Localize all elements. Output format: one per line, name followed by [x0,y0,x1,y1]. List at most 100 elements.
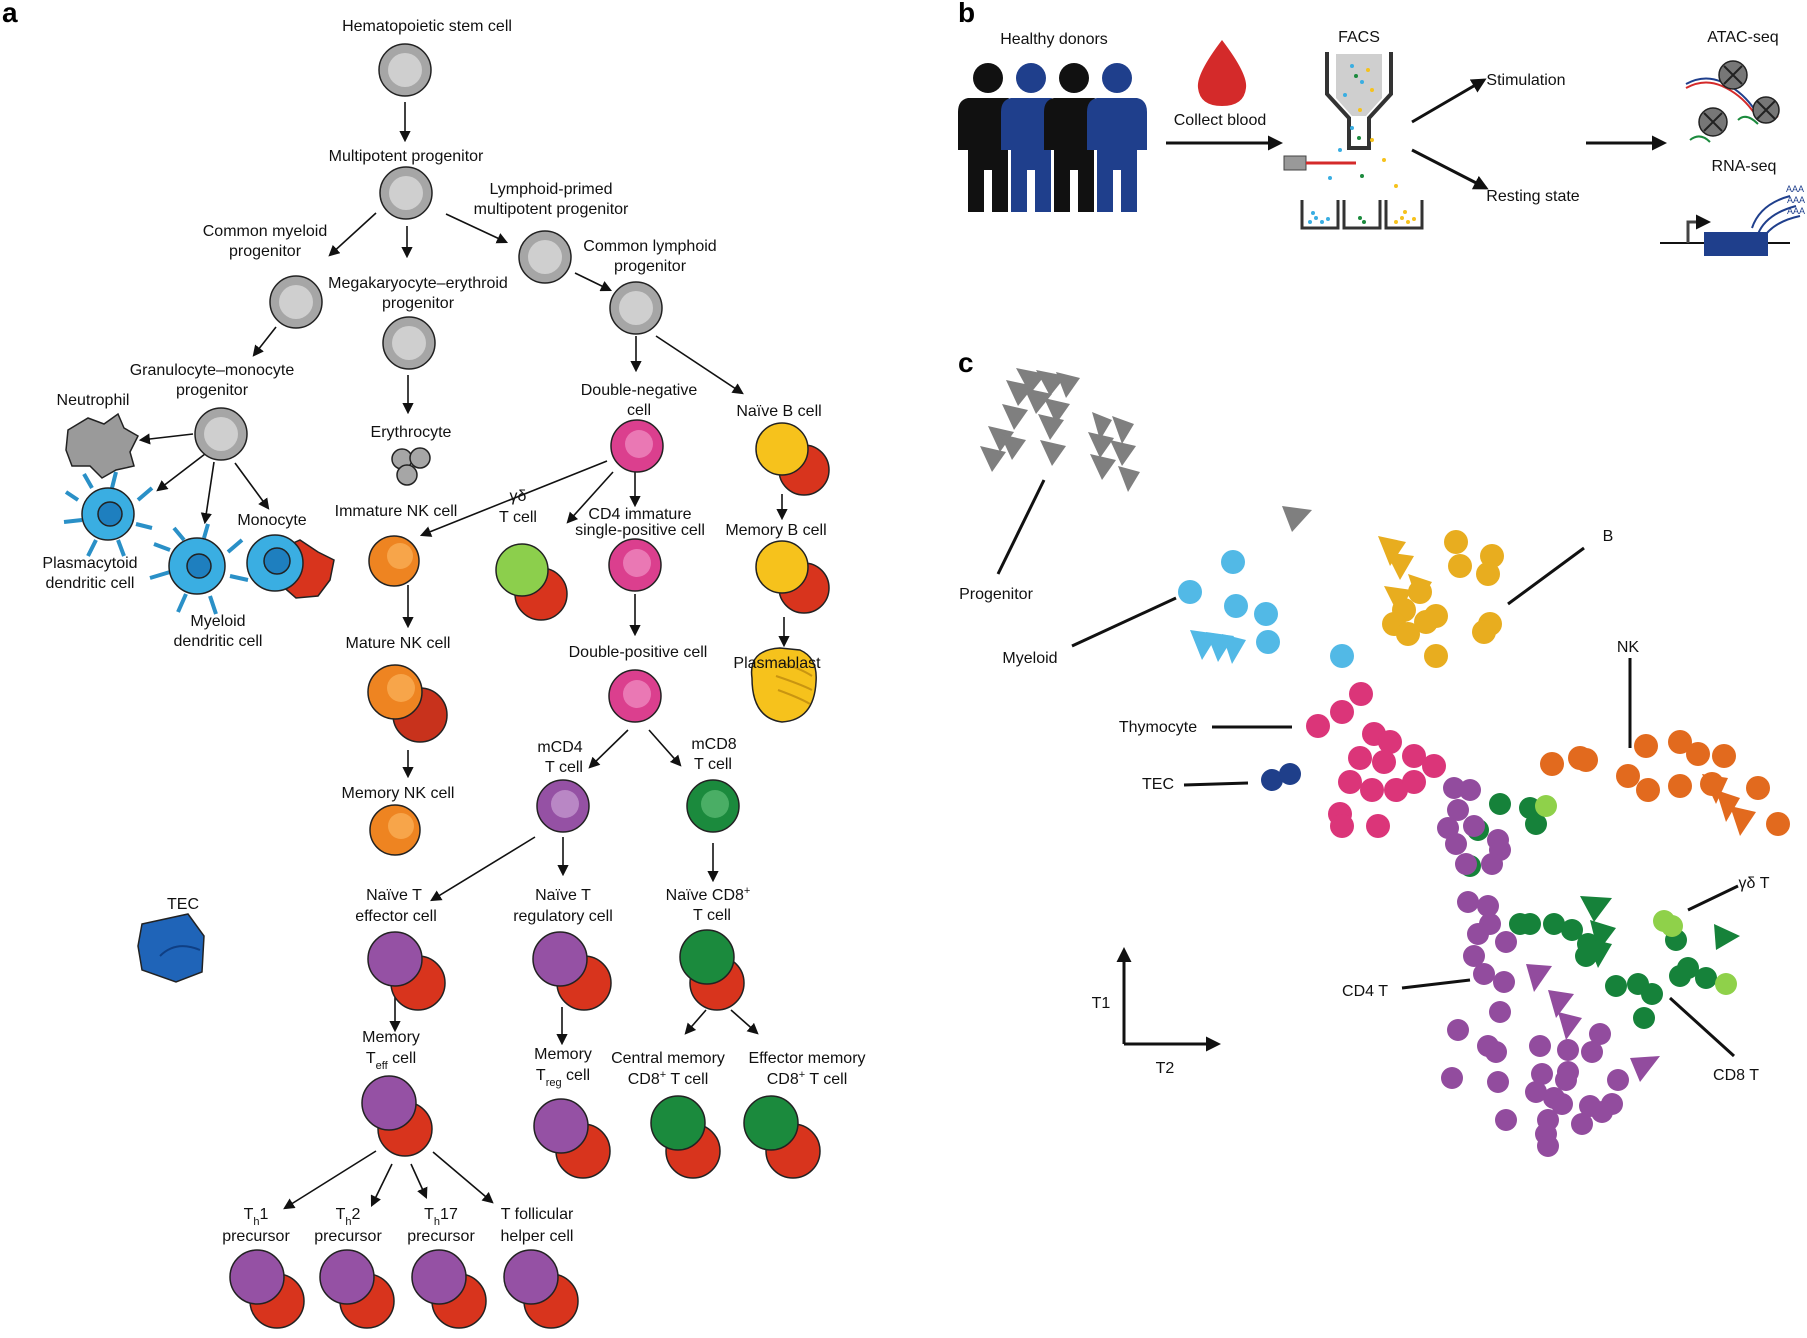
thymocyte-points [1306,682,1446,838]
naive-cd8-cell [679,929,735,985]
cd8-t-label: CD8 T [1713,1067,1759,1084]
lineage-arrows [138,102,790,1210]
tec-label: TEC [1142,776,1174,793]
gd-t-points [1535,795,1737,995]
atac-label: ATAC-seq [1707,29,1778,46]
transcription-icon [1660,195,1801,256]
tfh-cell [503,1249,559,1305]
mdc-cell [149,523,249,615]
central-memory-cell [650,1095,706,1151]
th1-label-2: precursor [222,1228,290,1245]
th17-label-2: precursor [407,1228,475,1245]
clp-label-2: progenitor [614,258,687,275]
lmpp-label-2: multipotent progenitor [474,201,629,218]
th2-cell [319,1249,375,1305]
naive-cd8-label-2: T cell [693,907,731,924]
pdc-label-1: Plasmacytoid [42,555,137,572]
memory-treg-label-1: Memory [534,1046,592,1063]
nk-points [1540,730,1790,836]
aaa-3: AAA [1787,206,1805,216]
effector-memory-label-1: Effector memory [748,1050,865,1067]
stim-arrow [1411,78,1487,124]
scatter-points [980,368,1790,1157]
panel-b: b Healthy donors Collect blood [958,0,1805,256]
memory-treg-cell [533,1098,589,1154]
aaa-2: AAA [1787,195,1805,205]
rest-arrow [1411,148,1489,190]
lineage-cells [63,43,830,1329]
gd-label-2: T cell [499,509,537,526]
naive-treg-label-1: Naïve T [535,887,591,904]
th17-cell [411,1249,467,1305]
memory-nk-label: Memory NK cell [342,785,455,802]
myeloid-points [1178,550,1354,668]
stimulation-label: Stimulation [1486,72,1565,89]
progenitor-label: Progenitor [959,586,1033,603]
mcd8-label-1: mCD8 [691,736,736,753]
mcd8-label-2: T cell [694,756,732,773]
pdc-cell [63,471,154,557]
neutrophil-label: Neutrophil [57,392,130,409]
dn-label-1: Double-negative [581,382,698,399]
blood-drop-icon [1197,40,1247,106]
scatter-labels: Progenitor Myeloid B NK Thymocyte TEC γδ… [959,528,1770,1084]
tfh-label-1: T follicular [501,1206,574,1223]
resting-label: Resting state [1486,188,1579,205]
b-points [1378,530,1504,668]
gmp-label-2: progenitor [176,382,249,399]
th2-label-1: Th2 [336,1206,361,1228]
naive-b-label: Naïve B cell [736,403,821,420]
nucleosome-icon [1685,60,1780,143]
tfh-label-2: helper cell [501,1228,574,1245]
immature-nk-label: Immature NK cell [335,503,458,520]
memory-b-cell [755,540,809,594]
mcd4-label-2: T cell [545,759,583,776]
facs-label: FACS [1338,29,1380,46]
tec-points [1261,763,1301,791]
monocyte-label: Monocyte [237,512,306,529]
panel-b-letter: b [958,0,975,28]
mep-label-1: Megakaryocyte–erythroid [328,275,508,292]
t1-axis-label: T1 [1092,995,1111,1012]
thymocyte-label: Thymocyte [1119,719,1197,736]
rna-label: RNA-seq [1712,158,1777,175]
central-memory-label-2: CD8+ T cell [628,1069,709,1088]
aaa-1: AAA [1786,184,1804,194]
cd4-t-label: CD4 T [1342,983,1388,1000]
plasmablast-cell [750,647,817,723]
mcd4-label-1: mCD4 [537,739,582,756]
memory-teff-label-2: Teff cell [366,1050,416,1072]
mdc-label-2: dendritic cell [174,633,263,650]
cd8-points [1459,793,1740,1029]
gmp-label-1: Granulocyte–monocyte [130,362,295,379]
lmpp-label-1: Lymphoid-primed [489,181,612,198]
neutrophil-cell [65,412,139,479]
tec-cell-label: TEC [167,896,199,913]
donors-icon [958,63,1147,212]
dp-label: Double-positive cell [569,644,708,661]
cd4-isp-label-2: single-positive cell [575,522,705,539]
cd4-isp-label-1: CD4 immature [588,506,691,523]
th17-label-1: Th17 [424,1206,458,1228]
naive-teff-label-2: effector cell [355,908,437,925]
gd-label-1: γδ [510,488,527,505]
th1-label-1: Th1 [244,1206,269,1228]
th2-label-2: precursor [314,1228,382,1245]
effector-memory-cell [743,1095,799,1151]
cd4-points [1437,777,1660,1157]
naive-b-cell [755,422,809,476]
memory-treg-label-2: Treg cell [536,1067,590,1089]
donors-label: Healthy donors [1000,31,1108,48]
th1-cell [229,1249,285,1305]
panel-a-letter: a [2,0,18,28]
plasmablast-label: Plasmablast [733,655,821,672]
cmp-label-1: Common myeloid [203,223,327,240]
naive-treg-label-2: regulatory cell [513,908,613,925]
mdc-label-1: Myeloid [190,613,245,630]
lineage-labels: Hematopoietic stem cell Multipotent prog… [42,18,865,1245]
clp-label-1: Common lymphoid [583,238,716,255]
panel-c: c [958,347,1790,1157]
pdc-label-2: dendritic cell [46,575,135,592]
erythrocyte-label: Erythrocyte [371,424,452,441]
